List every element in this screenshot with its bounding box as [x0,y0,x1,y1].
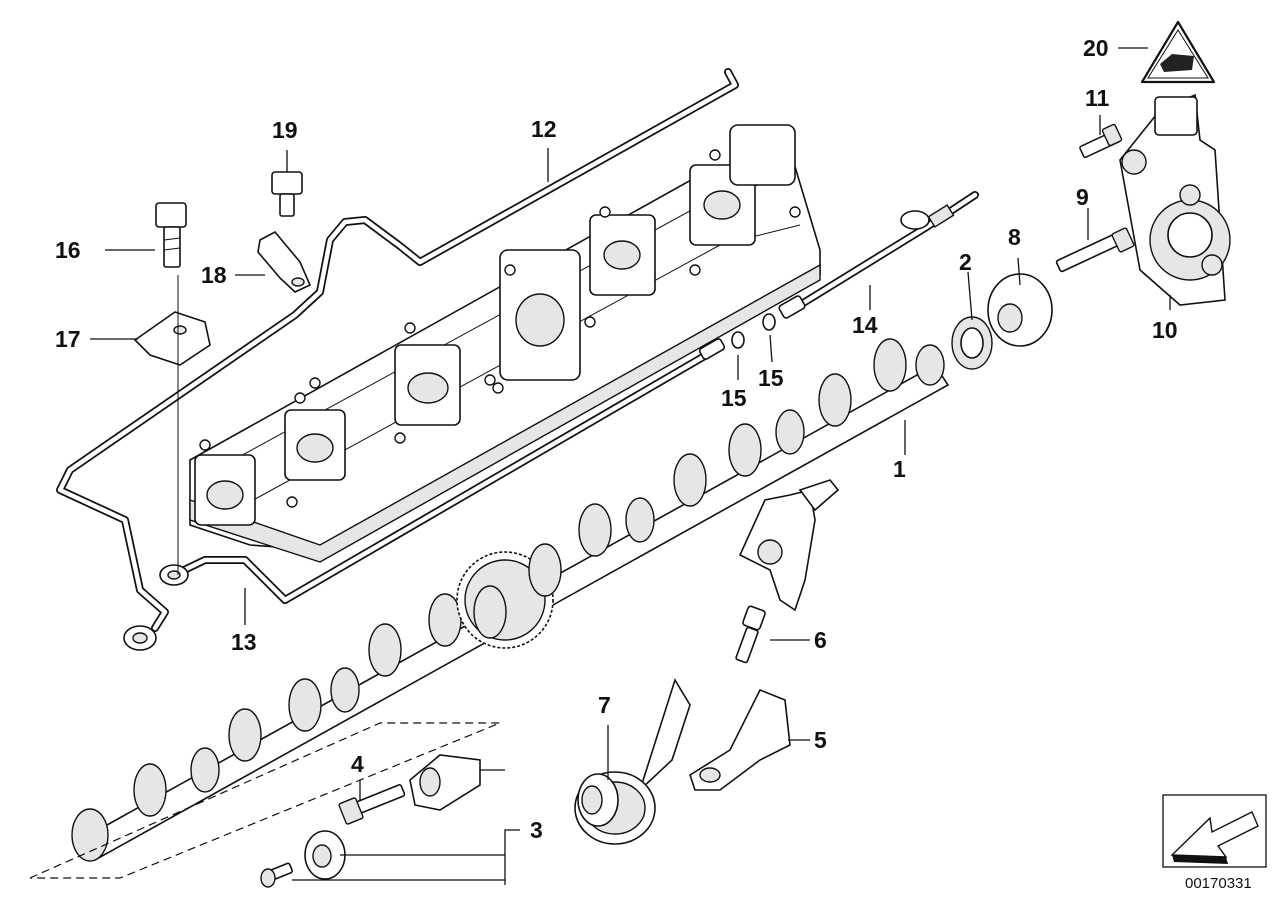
part-group-outline [29,722,501,879]
guide-5 [689,688,791,791]
needle-bearing-2 [951,316,993,370]
oil-pipe-13 [176,338,726,604]
camshaft-adjuster-sensor [1119,93,1231,306]
leader-lines [90,47,1171,885]
bushing-3 [304,830,346,880]
sealing-ring-15b [762,313,776,331]
bracket-17 [133,311,211,366]
bracket-18 [257,230,312,293]
callout-4: 4 [351,751,364,777]
reference-number: 00170331 [1185,875,1252,892]
callout-6: 6 [814,627,827,653]
warning-triangle-icon [1140,20,1216,84]
adapter-wheel-8 [987,273,1053,347]
callout-13: 13 [231,629,257,655]
camshaft [71,338,950,862]
callout-1: 1 [893,456,906,482]
callout-9: 9 [1076,184,1089,210]
thrust-plate-3 [409,754,481,811]
callout-7: 7 [598,692,611,718]
callout-15a: 15 [721,385,747,411]
callout-2: 2 [959,249,972,275]
callout-3: 3 [530,817,543,843]
callout-16: 16 [55,237,81,263]
callout-10: 10 [1152,317,1178,343]
spring-7 [574,678,691,845]
callout-11: 11 [1085,85,1110,111]
oil-line-14 [778,191,979,319]
banjo-fitting-upper [159,564,189,586]
retaining-plate [738,479,840,612]
callout-17: 17 [55,326,81,352]
hex-bolt-16 [155,202,187,268]
arrow-icon [1162,794,1267,868]
camshaft-bearing-carrier [189,124,821,563]
banjo-fitting-lower [123,625,157,651]
screw-6 [735,605,766,664]
callout-5: 5 [814,727,827,753]
callout-8: 8 [1008,224,1021,250]
bolt-9 [1055,227,1135,273]
sealing-ring-15a [731,331,745,349]
callout-19: 19 [272,117,298,143]
callout-14: 14 [852,312,878,338]
callout-15b: 15 [758,365,784,391]
callout-20: 20 [1083,35,1109,61]
hex-bolt-19 [271,171,303,217]
oil-pipe-12 [56,68,739,632]
callout-18: 18 [201,262,227,288]
screw-3 [260,862,293,888]
callout-12: 12 [531,116,557,142]
bolt-4 [338,784,406,825]
callout-labels: 1 2 3 4 5 6 7 8 9 10 11 12 13 14 15 15 1… [55,35,1178,843]
bolt-11 [1079,123,1123,159]
